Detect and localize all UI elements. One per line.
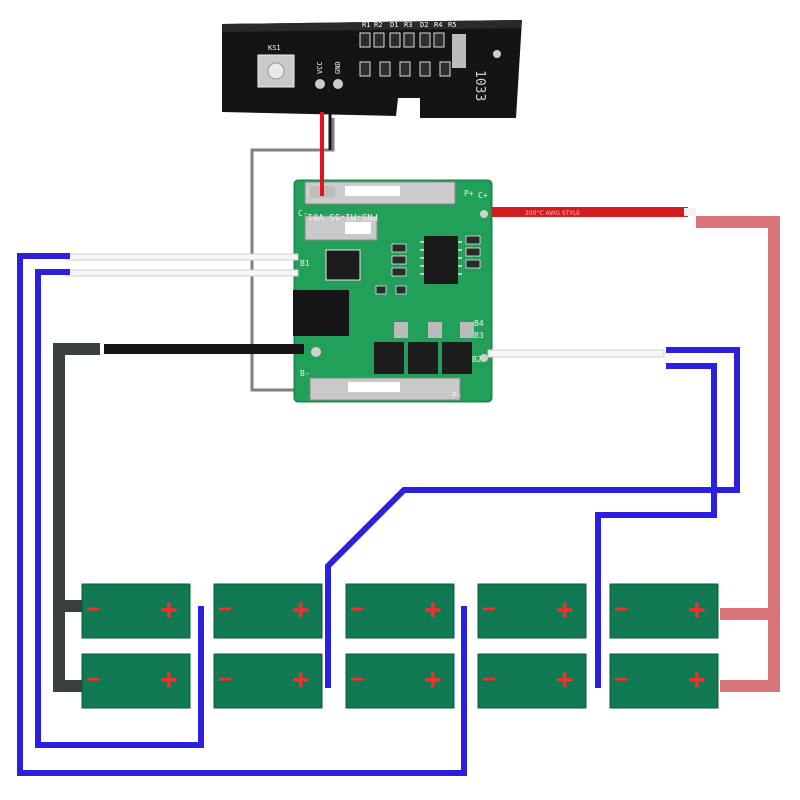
pad-p-plus: P+ [464,189,474,198]
balance-wires [17,253,740,776]
cell-body [81,653,191,709]
gnd-pad [333,79,343,89]
main-positive-wire [696,216,780,692]
power-inductor [293,290,349,336]
pad-b3: B3 [474,331,484,340]
label-r4: R4 [434,21,442,29]
cell-negative-sign: − [86,666,100,693]
cell-positive-sign: + [292,664,310,697]
label-r2: R2 [374,21,382,29]
cell-body [609,653,719,709]
red-wire-print: 200°C AWG STYLE [525,210,580,217]
bms-model-label: PNS-M1-5S V01 [308,211,378,221]
battery-cell: −+ [609,583,719,639]
battery-cell: −+ [477,583,587,639]
pad-b2: B2 [472,355,482,364]
cell-negative-sign: − [614,666,628,693]
switch-red-wire [320,112,332,196]
cell-positive-sign: + [160,594,178,627]
diode-pair [325,249,361,281]
pad-b-minus: B- [300,369,310,378]
pad-b1: B1 [300,259,310,268]
battery-cell: −+ [81,653,191,709]
cell-body [477,653,587,709]
battery-cell: −+ [345,583,455,639]
cell-negative-sign: − [482,596,496,623]
mount-hole [493,50,501,58]
cell-negative-sign: − [86,596,100,623]
label-r5: R5 [448,21,456,29]
pad-c-plus: C+ [478,191,488,200]
label-d2: D2 [420,21,428,29]
battery-cells: −+−+−+−+−+−+−+−+−+−+ [81,583,719,709]
cell-positive-sign: + [292,594,310,627]
label-r1: R1 [362,21,370,29]
label-r3: R3 [404,21,412,29]
smd-components [359,32,451,77]
led-indicator [452,34,466,68]
cell-positive-sign: + [688,594,706,627]
button-label: KS1 [268,44,281,52]
cell-body [345,653,455,709]
pad-b4: B4 [474,319,484,328]
cell-positive-sign: + [688,664,706,697]
bms-ic [424,236,458,284]
cell-positive-sign: + [556,664,574,697]
pad-c-minus: C- [298,209,308,218]
vcc-pad [315,79,325,89]
cell-negative-sign: − [350,596,364,623]
battery-cell: −+ [345,653,455,709]
p-plus-red-wire: 200°C AWG STYLE [492,207,696,217]
cell-body [345,583,455,639]
gnd-label: GND [334,61,342,74]
board-code: 1033 [472,70,487,101]
main-negative-wire [53,343,100,692]
vcc-label: VCC [316,61,324,74]
cell-negative-sign: − [350,666,364,693]
pad-p-minus: P- [452,391,462,400]
cell-body [213,583,323,639]
cell-body [477,583,587,639]
switch-board: KS1 VCC GND R1 R2 D1 R3 D2 R4 R5 1033 [222,20,522,118]
signal-wire-loop [250,118,335,392]
bms-board: PNS-M1-5S V01 [293,179,493,403]
b-minus-black-wire [104,344,304,354]
cell-negative-sign: − [218,596,232,623]
cell-positive-sign: + [424,664,442,697]
battery-cell: −+ [213,583,323,639]
cell-body [213,653,323,709]
cell-positive-sign: + [424,594,442,627]
cell-body [81,583,191,639]
battery-cell: −+ [81,583,191,639]
smd-labels: R1 R2 D1 R3 D2 R4 R5 [362,21,456,29]
label-d1: D1 [390,21,398,29]
battery-cell: −+ [609,653,719,709]
tactile-button-cap[interactable] [267,62,285,80]
battery-cell: −+ [477,653,587,709]
battery-cell: −+ [213,653,323,709]
mosfets [374,322,474,374]
cell-negative-sign: − [482,666,496,693]
cell-body [609,583,719,639]
cell-negative-sign: − [218,666,232,693]
cell-negative-sign: − [614,596,628,623]
cell-positive-sign: + [160,664,178,697]
cell-positive-sign: + [556,594,574,627]
